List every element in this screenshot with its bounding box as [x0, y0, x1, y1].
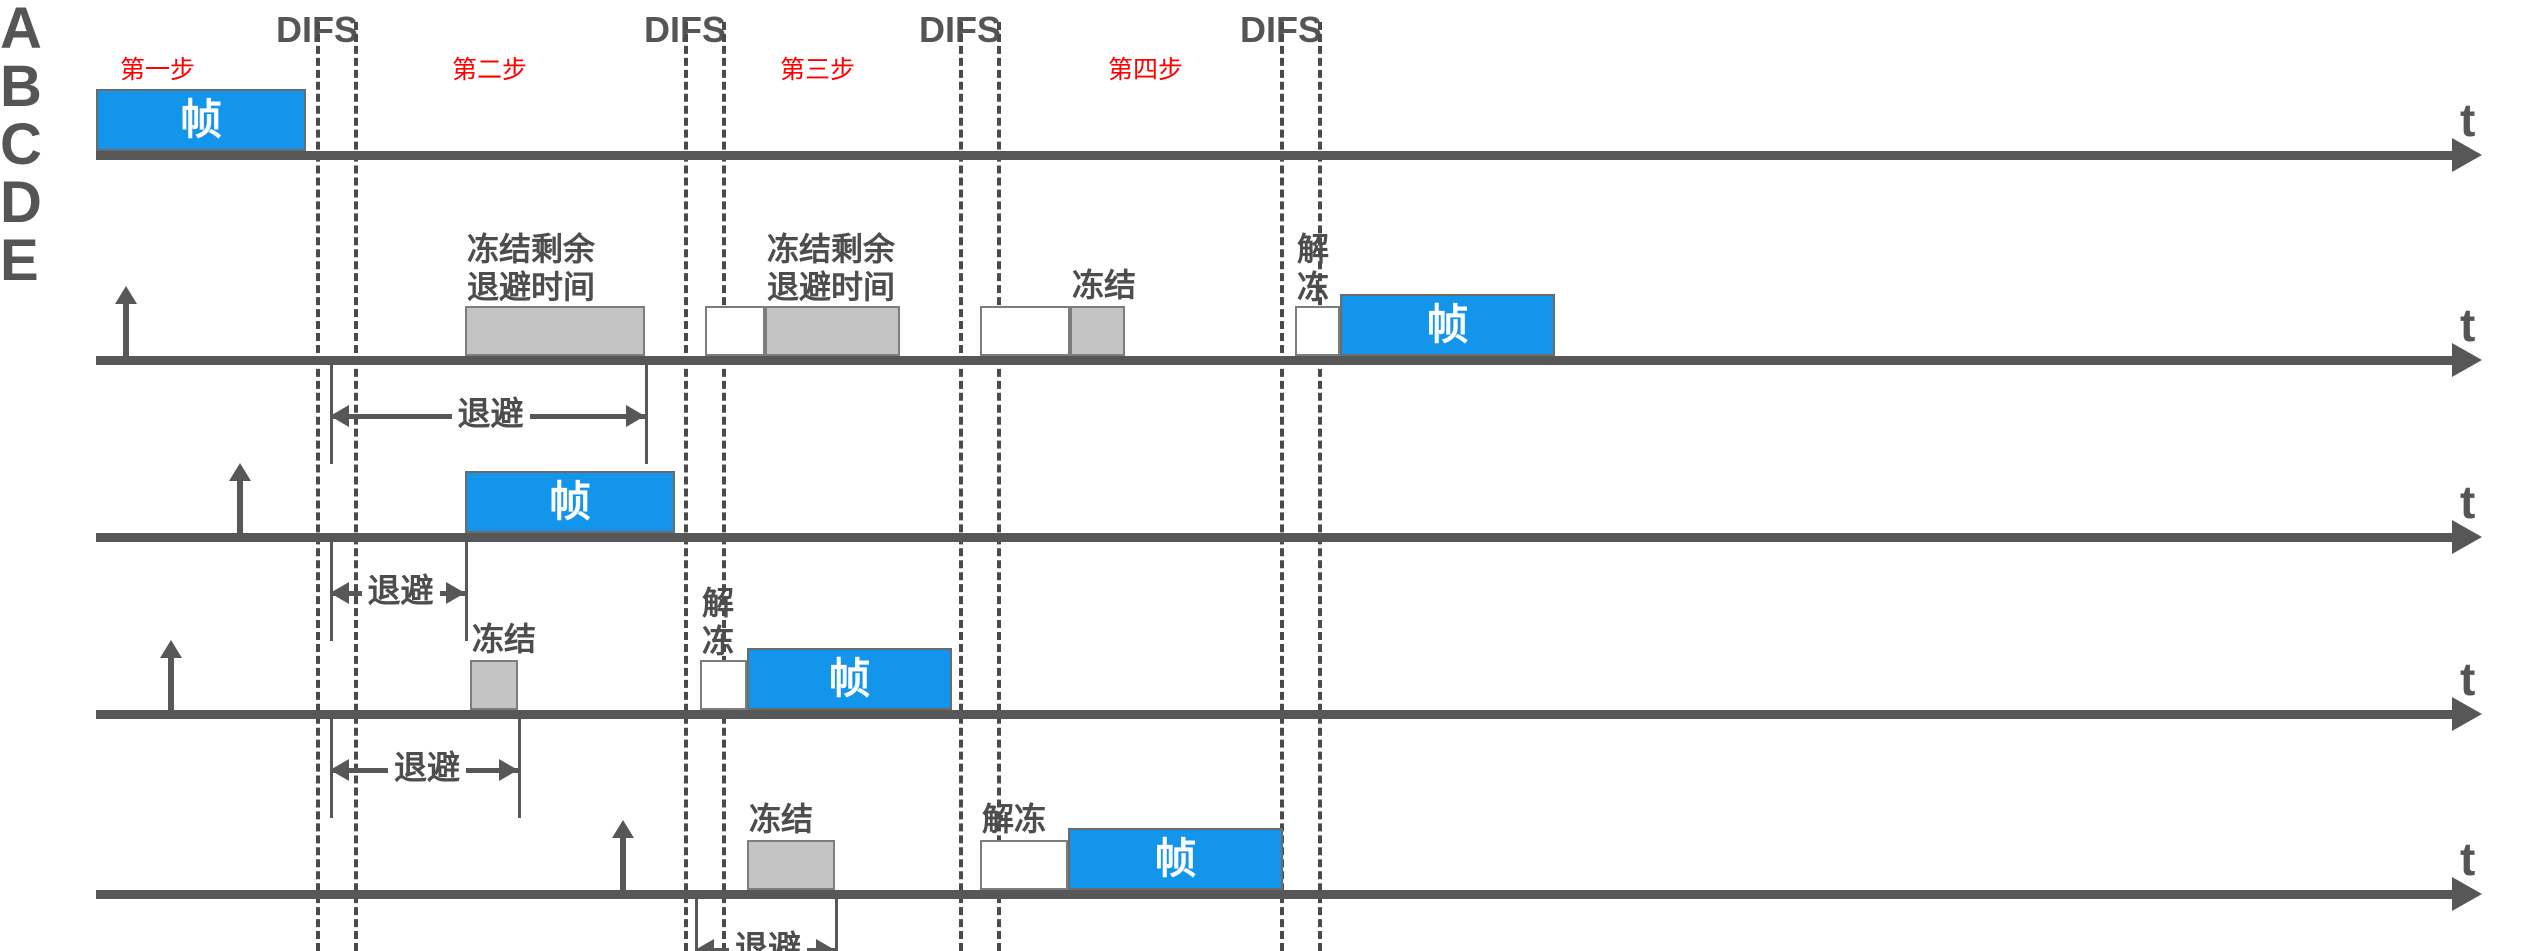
- time-axis-B: [96, 356, 2452, 365]
- frozen-backoff-box-B-1: [465, 306, 645, 356]
- time-axis-C: [96, 533, 2452, 542]
- row-label-C: C: [0, 112, 42, 177]
- frame-arrival-arrow-D-1: [168, 656, 174, 710]
- frame-arrival-arrow-C-1: [237, 479, 243, 533]
- backoff-arrow-left-E-1: [695, 939, 714, 951]
- box-caption-E-1: 冻结: [749, 801, 814, 837]
- backoff-arrow-right-D-1: [499, 759, 518, 781]
- difs-guide-line-2-2: [722, 22, 726, 951]
- box-caption-B-6: 解冻: [1297, 231, 1330, 306]
- backoff-tick-C-1-2: [465, 537, 468, 641]
- time-axis-label-C: t: [2460, 476, 2476, 528]
- box-caption-D-1: 冻结: [472, 621, 537, 657]
- time-axis-label-D: t: [2460, 653, 2476, 705]
- difs-guide-line-3-1: [959, 22, 963, 951]
- resumed-backoff-box-B-2: [705, 306, 765, 356]
- backoff-arrow-right-B-1: [626, 405, 645, 427]
- backoff-tick-B-1-2: [645, 360, 648, 464]
- frame-arrival-arrow-E-1: [620, 836, 626, 890]
- frame-arrival-arrowhead-C-1: [229, 463, 251, 481]
- frame-box-label-C-1: 帧: [548, 478, 591, 525]
- difs-guide-line-1-1: [316, 22, 320, 951]
- backoff-arrow-left-D-1: [330, 759, 349, 781]
- resumed-backoff-box-E-2: [980, 840, 1068, 890]
- time-axis-A: [96, 151, 2452, 160]
- backoff-arrow-right-E-1: [816, 939, 835, 951]
- backoff-tick-E-1-1: [695, 894, 698, 951]
- frozen-backoff-box-E-1: [747, 840, 835, 890]
- difs-guide-line-2-1: [684, 22, 688, 951]
- time-axis-E: [96, 890, 2452, 899]
- frame-box-E-3: 帧: [1068, 828, 1283, 890]
- time-axis-label-B: t: [2460, 299, 2476, 351]
- box-caption-B-5: 冻结: [1072, 267, 1137, 303]
- frame-box-label-A-1: 帧: [179, 96, 222, 143]
- time-axis-label-A: t: [2460, 94, 2476, 146]
- time-axis-arrowhead-B: [2452, 343, 2482, 377]
- box-caption-E-2: 解冻: [982, 801, 1047, 837]
- frame-box-label-B-7: 帧: [1426, 301, 1469, 348]
- frame-box-C-1: 帧: [465, 471, 675, 533]
- frozen-backoff-box-D-1: [470, 660, 518, 710]
- row-label-D: D: [0, 170, 42, 235]
- frame-arrival-arrowhead-B-1: [115, 286, 137, 304]
- backoff-arrow-left-C-1: [330, 582, 349, 604]
- backoff-tick-E-1-2: [835, 894, 838, 951]
- time-axis-label-E: t: [2460, 833, 2476, 885]
- step-label-2: 第二步: [452, 56, 528, 84]
- difs-guide-line-1-2: [354, 22, 358, 951]
- backoff-arrow-left-B-1: [330, 405, 349, 427]
- frame-box-D-3: 帧: [747, 648, 952, 710]
- frame-arrival-arrow-B-1: [123, 302, 129, 356]
- frame-box-A-1: 帧: [96, 89, 306, 151]
- box-caption-D-2: 解冻: [702, 585, 735, 660]
- backoff-measure-label-D-1: 退避: [388, 751, 466, 784]
- row-label-B: B: [0, 54, 42, 119]
- frame-box-label-E-3: 帧: [1154, 835, 1197, 882]
- frozen-backoff-box-B-5: [1070, 306, 1125, 356]
- resumed-backoff-box-B-6: [1295, 306, 1340, 356]
- backoff-arrow-right-C-1: [446, 582, 465, 604]
- difs-guide-line-4-1: [1280, 22, 1284, 951]
- box-caption-B-1: 冻结剩余退避时间: [467, 231, 596, 306]
- step-label-4: 第四步: [1108, 56, 1184, 84]
- frame-arrival-arrowhead-E-1: [612, 820, 634, 838]
- time-axis-arrowhead-D: [2452, 697, 2482, 731]
- backoff-measure-label-B-1: 退避: [451, 397, 530, 430]
- backoff-measure-label-E-1: 退避: [729, 931, 807, 951]
- frame-arrival-arrowhead-D-1: [160, 640, 182, 658]
- box-caption-B-3: 冻结剩余退避时间: [767, 231, 896, 306]
- time-axis-D: [96, 710, 2452, 719]
- frame-box-label-D-3: 帧: [828, 655, 871, 702]
- difs-guide-line-3-2: [997, 22, 1001, 951]
- step-label-3: 第三步: [780, 56, 856, 84]
- resumed-backoff-box-D-2: [700, 660, 747, 710]
- time-axis-arrowhead-A: [2452, 138, 2482, 172]
- row-label-E: E: [0, 228, 39, 293]
- frame-box-B-7: 帧: [1340, 294, 1555, 356]
- frozen-backoff-box-B-3: [765, 306, 900, 356]
- difs-guide-line-4-2: [1318, 22, 1322, 951]
- step-label-1: 第一步: [120, 56, 196, 84]
- time-axis-arrowhead-E: [2452, 877, 2482, 911]
- row-label-A: A: [0, 0, 42, 61]
- backoff-measure-label-C-1: 退避: [361, 574, 440, 607]
- time-axis-arrowhead-C: [2452, 520, 2482, 554]
- backoff-tick-D-1-2: [518, 714, 521, 818]
- resumed-backoff-box-B-4: [980, 306, 1070, 356]
